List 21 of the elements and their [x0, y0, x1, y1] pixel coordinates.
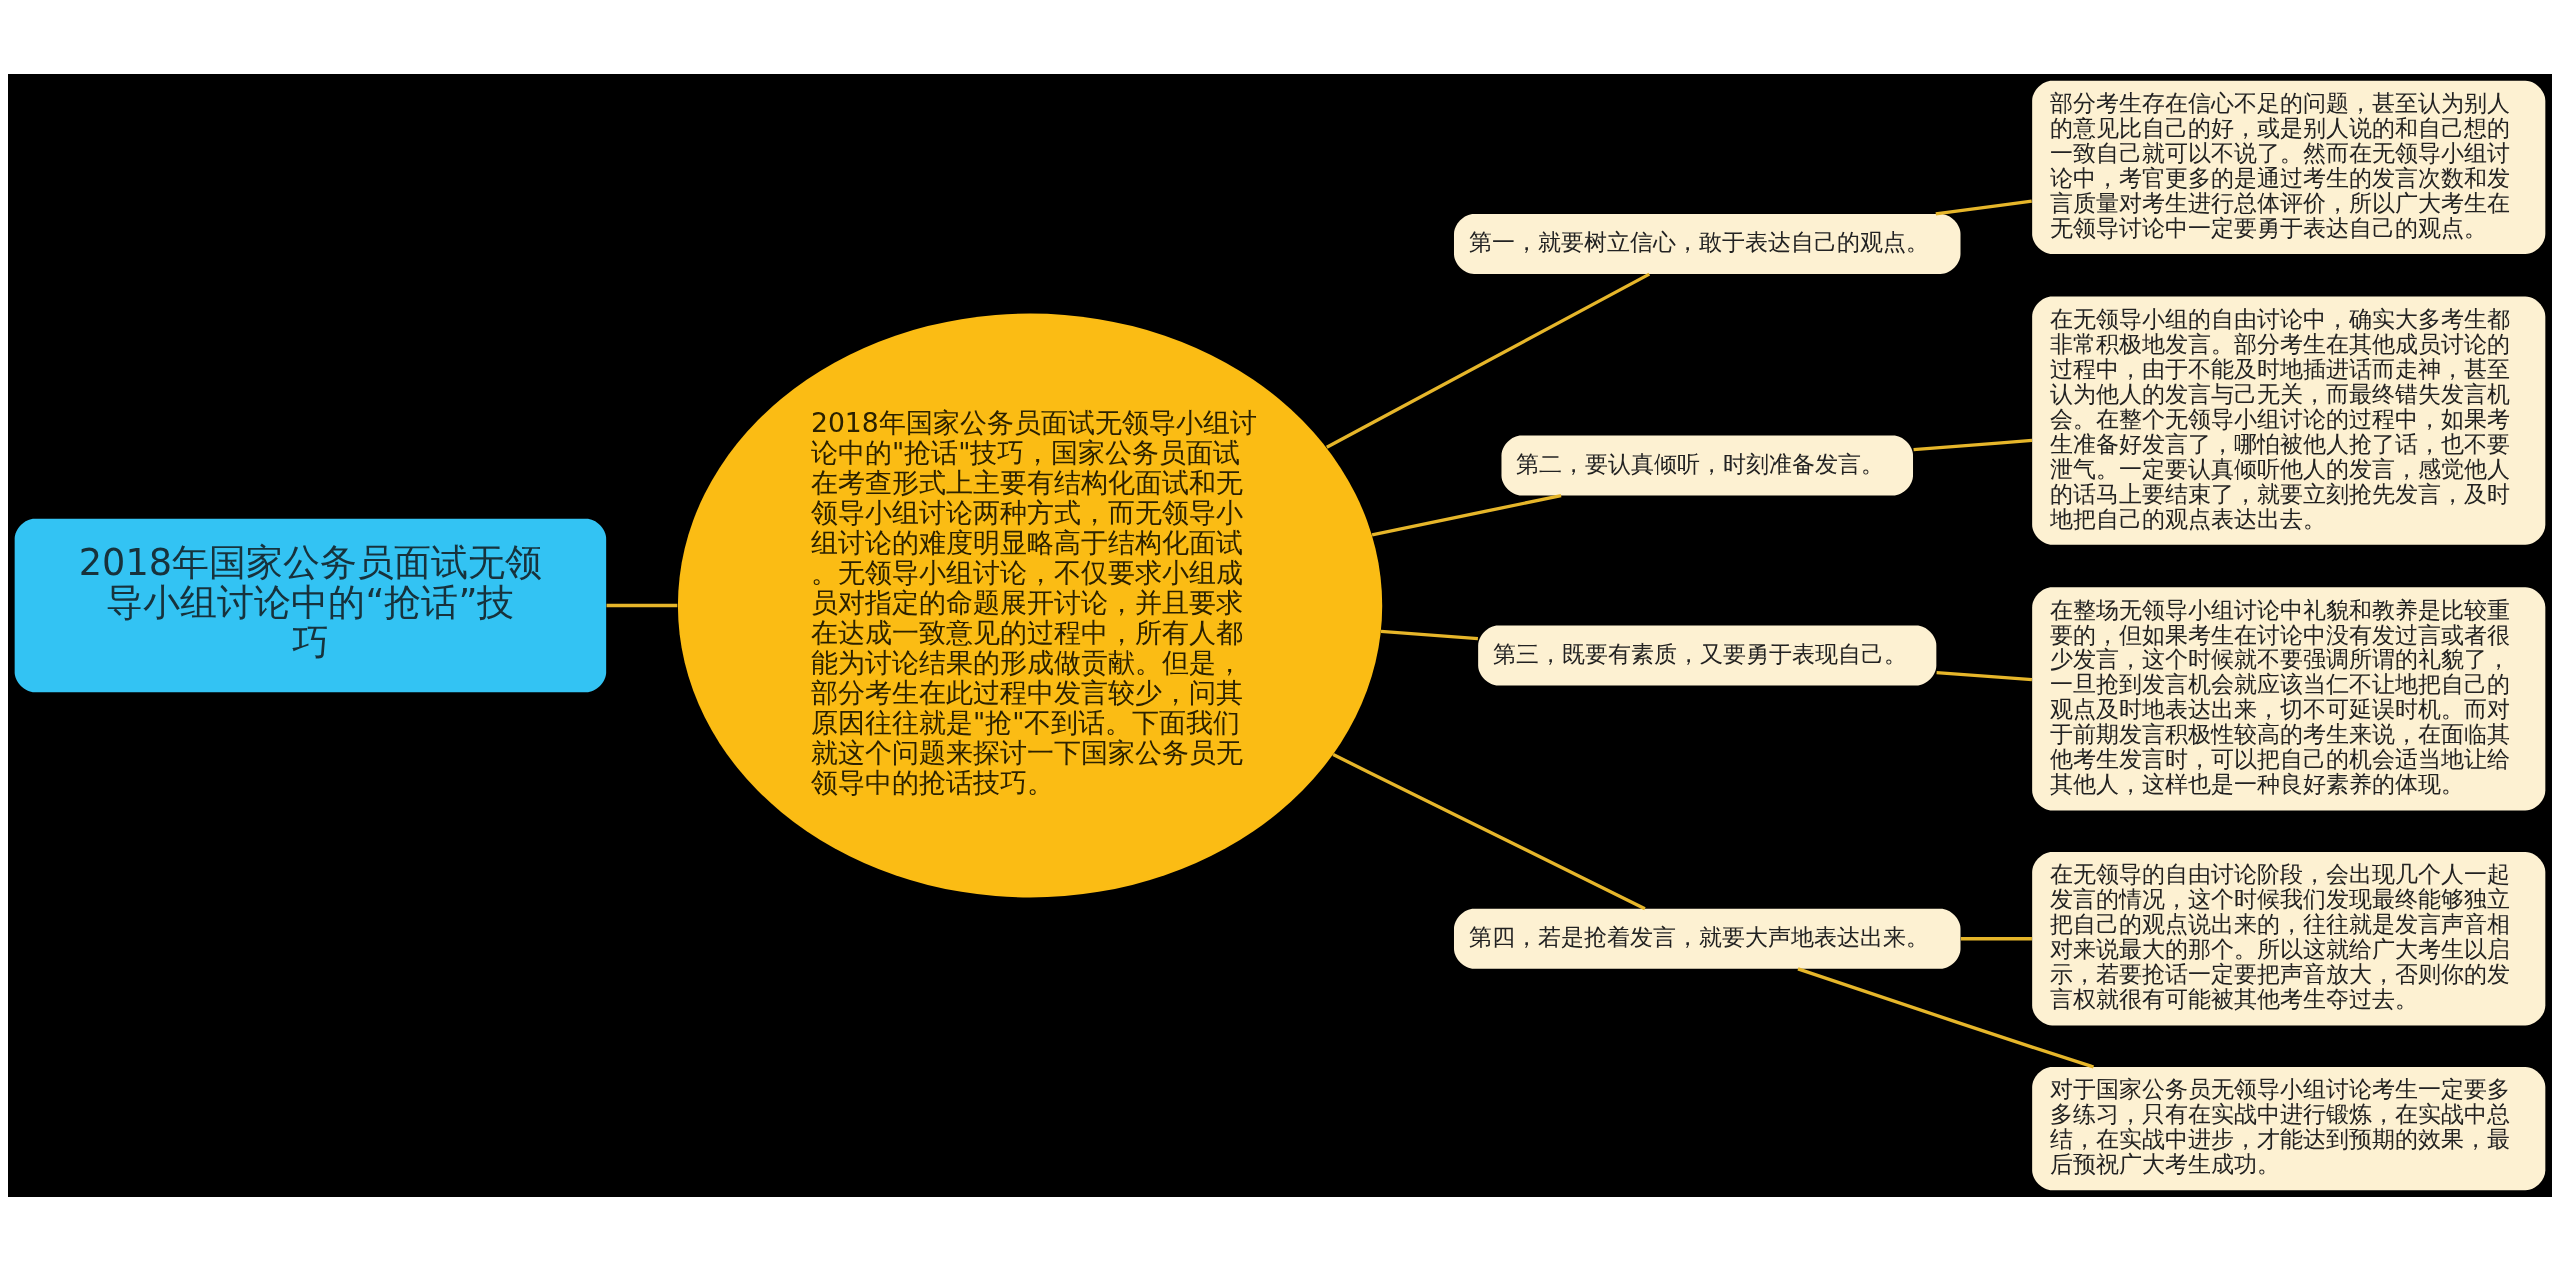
node-box: 第二，要认真倾听，时刻准备发言。 [1501, 435, 1913, 496]
connector [1332, 753, 1646, 911]
connector [1326, 272, 1651, 449]
node-box: 第一，就要树立信心，敢于表达自己的观点。 [1454, 213, 1961, 274]
node-box: 在无领导小组的自由讨论中，确实大多考生都非常积极地发言。部分考生在其他成员讨论的过程中，由于不能及时地插进话而走神，甚至认为他人的发言与己无关，而最终错失发言机会。在整个无领导小组讨论的过程中，如果考生准备好发言了，哪怕被他人抢了话，也不要泄气。一定要认真倾听他人的发言，感觉他人的话马上要结束了，就要立刻抢先发言，及时地把自己的观点表达出去。 [2032, 296, 2546, 545]
node-box: 部分考生存在信心不足的问题，甚至认为别人的意见比自己的好，或是别人说的和自己想的一致自己就可以不说了。然而在无领导小组讨论中，考官更多的是通过考生的发言次数和发言质量对考生进行总体评价，所以广大考生在无领导讨论中一定要勇于表达自己的观点。 [2032, 80, 2546, 254]
node-box: 第三，既要有素质，又要勇于表现自己。 [1478, 625, 1937, 686]
connector [1797, 967, 2095, 1069]
connector [1913, 438, 2033, 452]
node-box: 2018年国家公务员面试无领导小组讨论中的“抢话”技巧 [14, 518, 607, 693]
connector [1936, 670, 2033, 682]
connector [1371, 493, 1562, 537]
node-box: 第四，若是抢着发言，就要大声地表达出来。 [1454, 908, 1961, 969]
node-ellipse: 2018年国家公务员面试无领导小组讨论中的"抢话"技巧，国家公务员面试在考查形式上主要有结构化面试和无领导小组讨论两种方式，而无领导小组讨论的难度明显略高于结构化面试。无领导小组讨论，不仅要求小组成员对指定的命题展开讨论，并且要求在达成一致意见的过程中，所有人都能为讨论结果的形成做贡献。但是，部分考生在此过程中发言较少，问其原因往往就是"抢"不到话。下面我们就这个问题来探讨一下国家公务员无领导中的抢话技巧。 [677, 313, 1383, 898]
connector [1380, 629, 1479, 641]
connector [1960, 937, 2032, 941]
connector [606, 603, 678, 608]
node-box: 对于国家公务员无领导小组讨论考生一定要多多练习，只有在实战中进行锻炼，在实战中总结，在实战中进步，才能达到预期的效果，最后预祝广大考生成功。 [2032, 1067, 2546, 1191]
connector [1935, 199, 2032, 216]
node-box: 在整场无领导小组讨论中礼貌和教养是比较重要的，但如果考生在讨论中没有发过言或者很少发言，这个时候就不要强调所谓的礼貌了，一旦抢到发言机会就应该当仁不让地把自己的观点及时地表达出来，切不可延误时机。而对于前期发言积极性较高的考生来说，在面临其他考生发言时，可以把自己的机会适当地让给其他人，这样也是一种良好素养的体现。 [2032, 587, 2546, 811]
node-box: 在无领导的自由讨论阶段，会出现几个人一起发言的情况，这个时候我们发现最终能够独立把自己的观点说出来的，往往就是发言声音相对来说最大的那个。所以这就给广大考生以启示，若要抢话一定要把声音放大，否则你的发言权就很有可能被其他考生夺过去。 [2032, 852, 2546, 1026]
